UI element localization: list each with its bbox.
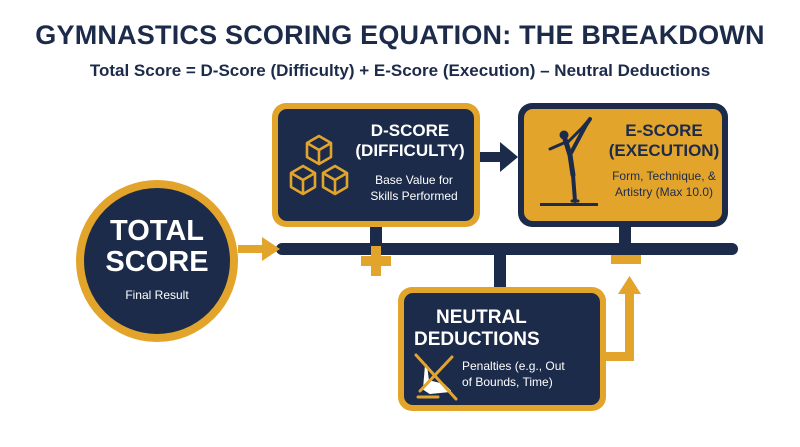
d-score-description: Base Value for Skills Performed (370, 173, 458, 203)
minus-operator (611, 255, 641, 264)
arrow-d-to-e (480, 142, 518, 172)
plus-operator (361, 246, 391, 276)
neutral-deductions-description: Penalties (e.g., Out of Bounds, Time) (462, 359, 565, 389)
total-score-subtitle: Final Result (125, 288, 189, 302)
total-score-circle: TOTAL SCORE Final Result (76, 180, 238, 342)
total-score-title: TOTAL SCORE (105, 215, 209, 279)
hexagon-skill-blocks-icon (289, 134, 349, 196)
arrow-from-total (238, 237, 280, 261)
crossed-foot-icon (414, 353, 458, 401)
e-score-connector (619, 226, 631, 246)
d-score-connector (370, 226, 382, 246)
arrow-neutral-up (606, 276, 641, 361)
page-title: GYMNASTICS SCORING EQUATION: THE BREAKDO… (35, 20, 765, 50)
e-score-title: E-SCORE (EXECUTION) (608, 121, 720, 160)
page-subtitle: Total Score = D-Score (Difficulty) + E-S… (89, 61, 711, 80)
main-connector-bar (276, 243, 738, 255)
gymnast-pose-icon (540, 117, 598, 206)
neutral-deductions-title: NEUTRAL DEDUCTIONS (414, 307, 540, 350)
e-score-card: E-SCORE (EXECUTION) Form, Technique, & A… (518, 103, 728, 227)
e-score-description: Form, Technique, & Artistry (Max 10.0) (612, 169, 716, 199)
d-score-card: D-SCORE (DIFFICULTY) Base Value for Skil… (272, 103, 480, 227)
d-score-title: D-SCORE (DIFFICULTY) (355, 121, 465, 160)
neutral-connector (494, 253, 506, 289)
neutral-deductions-card: NEUTRAL DEDUCTIONS Penalties (e.g., Out … (398, 287, 606, 411)
